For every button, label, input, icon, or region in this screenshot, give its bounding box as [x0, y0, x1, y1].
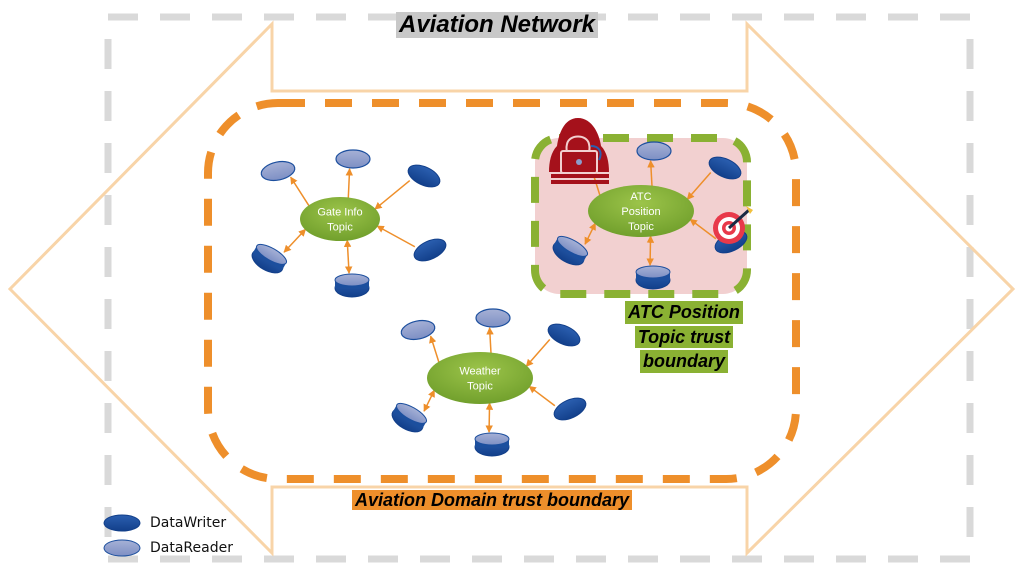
datawriter-node [391, 402, 428, 433]
topic-connector [485, 402, 494, 433]
datawriter-node [334, 273, 370, 298]
topic-label: Topic [327, 222, 353, 234]
datawriter-node [552, 235, 589, 266]
datawriter-node [708, 156, 742, 180]
legend-item-datareader: DataReader [102, 535, 233, 560]
topic-connector [376, 225, 416, 248]
atc-boundary-label-line: ATC Position [625, 301, 743, 324]
datawriter-node [413, 238, 447, 262]
topic-connector [646, 235, 655, 266]
topic-label: Topic [467, 381, 493, 393]
datareader-node [260, 160, 296, 182]
datareader-node [335, 149, 371, 169]
datareader-node [636, 141, 672, 161]
datawriter-node [547, 323, 581, 347]
topic-connector [345, 168, 354, 198]
topic-weather [427, 352, 533, 404]
topic-connector [429, 335, 440, 363]
topic-connector [584, 222, 597, 245]
datawriter-node [407, 164, 441, 188]
aviation-domain-boundary [204, 99, 800, 483]
atc-boundary-label: ATC Position Topic trust boundary [614, 300, 754, 374]
topic-connector [689, 218, 717, 240]
atc-boundary-label-line: Topic trust [634, 325, 734, 349]
topic-connector [423, 389, 436, 412]
datareader-icon [103, 539, 141, 556]
topic-label: Position [621, 206, 660, 218]
topic-connector [374, 179, 411, 210]
topic-connector [290, 176, 310, 207]
legend: DataWriter DataReader [102, 510, 233, 560]
topic-connector [686, 172, 712, 200]
topic-connector [647, 160, 655, 187]
domain-boundary-label: Aviation Domain trust boundary [352, 490, 633, 510]
topic-atc-position [588, 185, 694, 237]
network-arrow-shape [7, 20, 1016, 557]
hacker-icon [549, 118, 609, 184]
legend-item-datawriter: DataWriter [102, 510, 233, 535]
topic-label: Topic [628, 221, 654, 233]
topic-gate-info [300, 197, 380, 241]
atc-boundary-label-line: boundary [639, 350, 728, 374]
topic-connector [283, 228, 307, 253]
datareader-node [475, 308, 511, 328]
datareader-node [400, 319, 436, 341]
datawriter-node [251, 243, 288, 274]
topic-connector [528, 385, 556, 407]
datawriter-node [635, 265, 671, 290]
legend-label: DataReader [150, 539, 233, 556]
topic-label: Weather [459, 366, 501, 378]
topic-connector [343, 239, 353, 274]
network-title: Aviation Network [396, 12, 599, 38]
topic-label: ATC [630, 191, 651, 203]
topic-label: Gate Info [317, 207, 362, 219]
target-icon [713, 206, 753, 244]
datawriter-node [474, 432, 510, 457]
datawriter-icon [103, 514, 141, 531]
topic-connector [525, 339, 551, 367]
legend-label: DataWriter [150, 514, 227, 531]
datawriter-node [553, 397, 587, 421]
topic-connector [486, 327, 494, 354]
